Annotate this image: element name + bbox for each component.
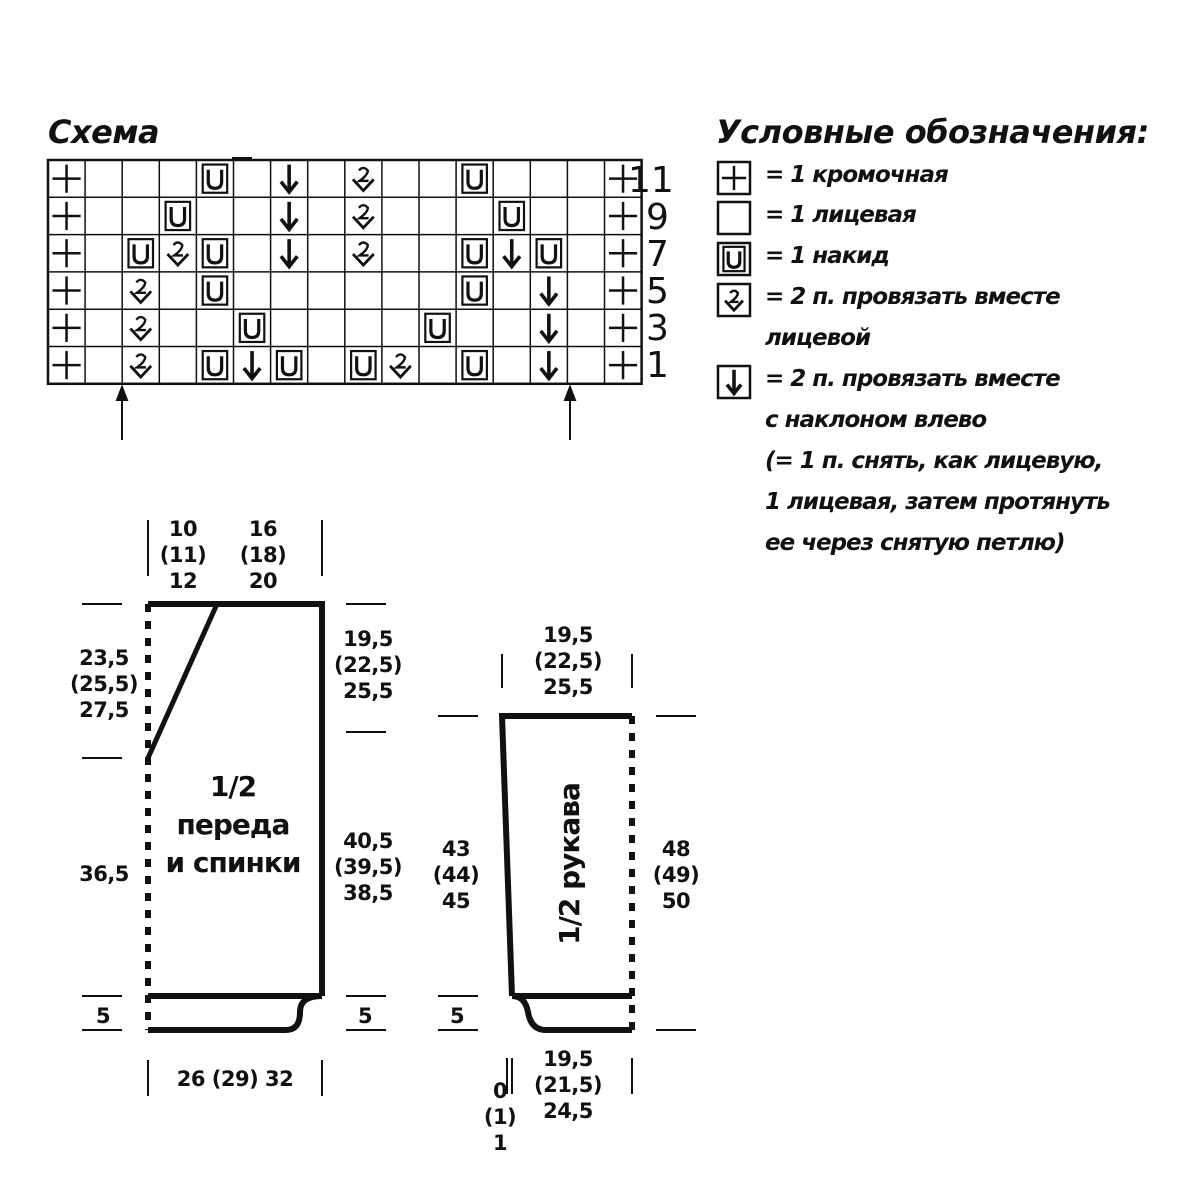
- yo-symbol-icon: [350, 349, 377, 381]
- yo-symbol-icon: [127, 238, 155, 269]
- dim-left-upper-height: 23,5(25,5)27,5: [69, 646, 139, 722]
- left-symbol-icon: [539, 276, 559, 307]
- left-symbol-icon: [539, 351, 559, 382]
- dim-sleeve-bottom-offset: 0(1)1: [483, 1079, 517, 1155]
- legend-text-ssk-cont: (= 1 п. снять, как лицевую,: [765, 448, 1103, 474]
- schema-grid: [46, 158, 643, 386]
- yo-symbol-icon: [201, 275, 229, 306]
- row-number: 11: [628, 160, 674, 201]
- k2-symbol-icon: [166, 241, 190, 268]
- dim-sleeve-left-height: 43(44)45: [432, 837, 480, 913]
- yo-symbol-icon: [238, 312, 266, 344]
- yo-symbol-icon: [461, 349, 488, 381]
- legend-yo-icon: [716, 241, 752, 277]
- repeat-arrow-right: [563, 384, 577, 440]
- k2-symbol-icon: [129, 278, 153, 305]
- left-symbol-icon: [279, 201, 299, 233]
- plus-symbol-icon: [52, 201, 81, 231]
- yo-symbol-icon: [201, 163, 229, 194]
- row-number: 1: [646, 345, 669, 386]
- plus-symbol-icon: [608, 313, 638, 342]
- plus-symbol-icon: [52, 239, 81, 268]
- left-symbol-icon: [279, 239, 299, 270]
- yo-symbol-icon: [201, 349, 229, 381]
- row-number: 7: [646, 234, 669, 275]
- yo-symbol-icon: [498, 200, 526, 232]
- yo-symbol-icon: [461, 238, 488, 269]
- k2-symbol-icon: [389, 353, 412, 380]
- k2-symbol-icon: [129, 315, 153, 342]
- plus-symbol-icon: [52, 276, 81, 305]
- legend-empty-icon: [716, 200, 752, 236]
- dim-sleeve-bottom-width: 19,5(21,5)24,5: [533, 1047, 603, 1123]
- dim-sleeve-hem: 5: [449, 1004, 465, 1028]
- body-dim-lines: [82, 520, 386, 1096]
- sleeve-piece-label: 1/2 рукава: [553, 783, 586, 945]
- body-pattern-shape: [145, 601, 325, 1033]
- row-number: 5: [646, 271, 669, 312]
- legend-plus-icon: [716, 160, 752, 196]
- schema-title: Схема: [48, 113, 160, 151]
- plus-symbol-icon: [608, 276, 638, 305]
- dim-bottom-width: 26 (29) 32: [176, 1067, 294, 1091]
- dim-sleeve-right-height: 48(49)50: [652, 837, 700, 913]
- plus-symbol-icon: [608, 201, 638, 231]
- plus-symbol-icon: [52, 164, 81, 193]
- left-symbol-icon: [502, 239, 522, 270]
- legend-k2-icon: [716, 282, 752, 318]
- dim-sleeve-top-width: 19,5(22,5)25,5: [533, 623, 603, 699]
- yo-symbol-icon: [201, 238, 229, 269]
- legend-text-k2tog: = 2 п. провязать вместе: [765, 284, 1061, 310]
- legend-text-yarn-over: = 1 накид: [765, 243, 890, 269]
- legend-text-ssk-cont: 1 лицевая, затем протянуть: [765, 489, 1111, 515]
- dim-top-left-width: 10(11)12: [159, 517, 207, 593]
- yo-symbol-icon: [164, 200, 192, 232]
- dim-right-upper-height: 19,5(22,5)25,5: [333, 627, 403, 703]
- yo-symbol-icon: [424, 312, 451, 344]
- legend-left-icon: [716, 364, 752, 400]
- legend-title: Условные обозначения:: [716, 113, 1149, 151]
- repeat-arrow-left: [115, 384, 129, 440]
- dim-right-lower-height: 40,5(39,5)38,5: [333, 829, 403, 905]
- sleeve-dim-lines: [438, 654, 696, 1094]
- left-symbol-icon: [539, 313, 559, 345]
- plus-symbol-icon: [608, 351, 638, 380]
- sleeve-pattern-shape: [498, 713, 635, 1033]
- legend-text-knit: = 1 лицевая: [765, 202, 917, 228]
- legend-text-ssk-cont: с наклоном влево: [765, 407, 987, 433]
- left-symbol-icon: [279, 164, 299, 195]
- legend-text-selvage: = 1 кромочная: [765, 162, 949, 188]
- legend-text-ssk: = 2 п. провязать вместе: [765, 366, 1061, 392]
- k2-symbol-icon: [351, 241, 375, 268]
- plus-symbol-icon: [52, 351, 81, 380]
- plus-symbol-icon: [52, 313, 81, 342]
- yo-symbol-icon: [275, 349, 303, 381]
- plus-symbol-icon: [608, 164, 638, 193]
- k2-symbol-icon: [351, 204, 375, 230]
- left-symbol-icon: [242, 351, 262, 382]
- yo-symbol-icon: [461, 163, 488, 194]
- dim-hem-right: 5: [357, 1004, 373, 1028]
- row-number: 3: [646, 308, 669, 349]
- legend-text-k2tog-cont: лицевой: [765, 325, 871, 351]
- k2-symbol-icon: [129, 353, 153, 380]
- legend-text-ssk-cont: ее через снятую петлю): [765, 530, 1066, 556]
- k2-symbol-icon: [351, 166, 375, 193]
- row-number: 9: [646, 197, 669, 238]
- dim-top-right-width: 16(18)20: [239, 517, 287, 593]
- plus-symbol-icon: [608, 239, 638, 268]
- yo-symbol-icon: [535, 238, 563, 269]
- yo-symbol-icon: [461, 275, 488, 306]
- dim-hem-left: 5: [95, 1004, 111, 1028]
- dim-left-lower-height: 36,5: [79, 862, 129, 886]
